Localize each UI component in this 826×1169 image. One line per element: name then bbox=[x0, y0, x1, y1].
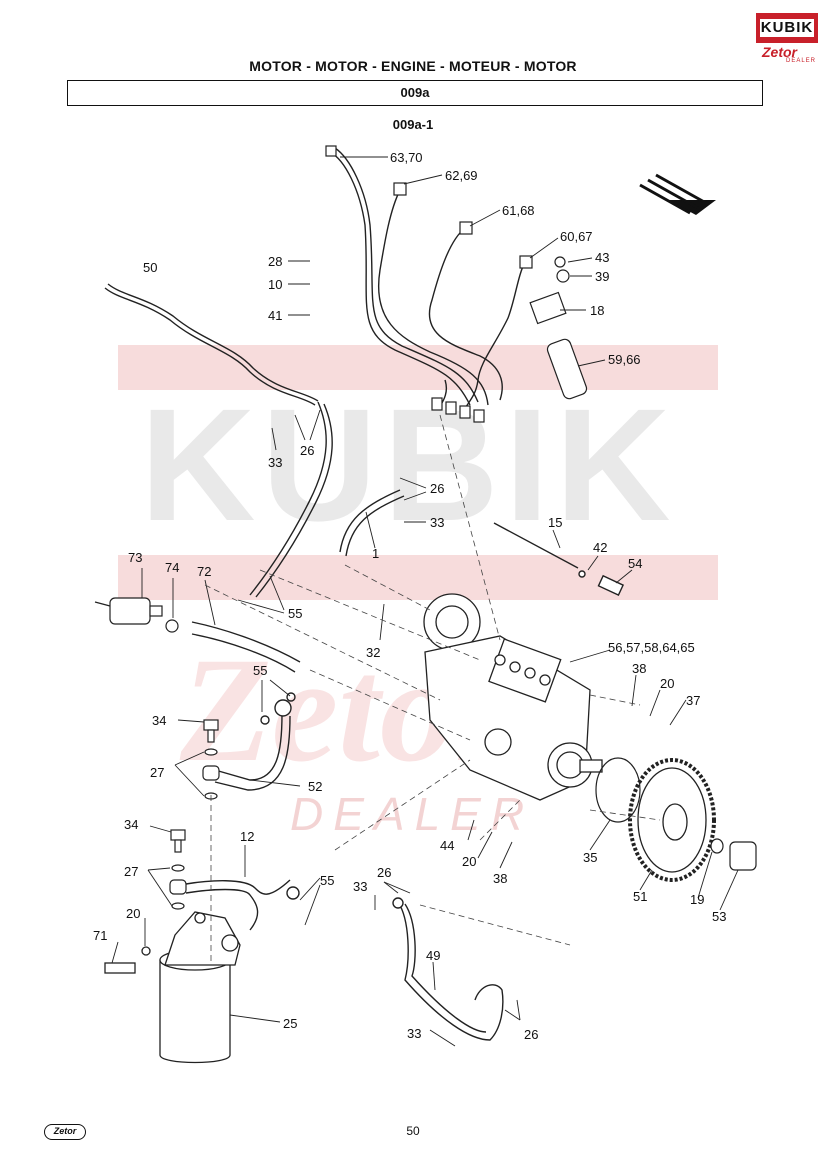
callout-55c: 55 bbox=[320, 873, 334, 888]
callout-20a: 20 bbox=[660, 676, 674, 691]
banjo-bolts-34-27 bbox=[169, 719, 220, 910]
callout-59-66: 59,66 bbox=[608, 352, 641, 367]
callout-37: 37 bbox=[686, 693, 700, 708]
callout-43: 43 bbox=[595, 250, 609, 265]
direction-arrow-icon bbox=[639, 173, 716, 215]
injector bbox=[529, 256, 588, 400]
callout-50: 50 bbox=[143, 260, 157, 275]
nut-53 bbox=[710, 838, 757, 871]
fuel-pipe-left bbox=[249, 401, 333, 598]
kubik-logo-bar: KUBIK bbox=[756, 13, 818, 43]
callout-61-68: 61,68 bbox=[502, 203, 535, 218]
callout-60-67: 60,67 bbox=[560, 229, 593, 244]
section-code: 009a bbox=[67, 80, 763, 106]
callout-52: 52 bbox=[308, 779, 322, 794]
callout-34a: 34 bbox=[152, 713, 166, 728]
dealer-logo-text: DEALER bbox=[786, 58, 817, 64]
pipe-49 bbox=[392, 897, 504, 1041]
o-ring-35 bbox=[595, 757, 641, 823]
callout-55a: 55 bbox=[288, 606, 302, 621]
callout-27a: 27 bbox=[150, 765, 164, 780]
callout-49: 49 bbox=[426, 948, 440, 963]
callout-26d: 26 bbox=[524, 1027, 538, 1042]
callout-19: 19 bbox=[690, 892, 704, 907]
callout-28: 28 bbox=[268, 254, 282, 269]
pipe-12 bbox=[185, 879, 300, 931]
callout-56: 56,57,58,64,65 bbox=[608, 640, 695, 655]
fuel-filter-73 bbox=[94, 597, 179, 633]
callout-32: 32 bbox=[366, 645, 380, 660]
callout-10: 10 bbox=[268, 277, 282, 292]
callout-33c: 33 bbox=[353, 879, 367, 894]
callout-15: 15 bbox=[548, 515, 562, 530]
callout-26a: 26 bbox=[300, 443, 314, 458]
subsection-code: 009a-1 bbox=[392, 117, 434, 132]
callout-26c: 26 bbox=[377, 865, 391, 880]
callout-72: 72 bbox=[197, 564, 211, 579]
callout-26b: 26 bbox=[430, 481, 444, 496]
fuel-pipe-1 bbox=[339, 489, 405, 557]
dashed-assembly-lines bbox=[204, 414, 661, 965]
filter-housing-25 bbox=[104, 911, 241, 1064]
callout-33a: 33 bbox=[268, 455, 282, 470]
callout-18: 18 bbox=[590, 303, 604, 318]
svg-text:KUBIK: KUBIK bbox=[140, 375, 677, 554]
callout-20b: 20 bbox=[462, 854, 476, 869]
callout-63-70: 63,70 bbox=[390, 150, 423, 165]
callout-71: 71 bbox=[93, 928, 107, 943]
page-number: 50 bbox=[406, 1124, 420, 1138]
kubik-logo: KUBIK Zetor DEALER bbox=[756, 13, 818, 65]
callout-74: 74 bbox=[165, 560, 179, 575]
callout-51: 51 bbox=[633, 889, 647, 904]
callout-20c: 20 bbox=[126, 906, 140, 921]
kubik-logo-text: KUBIK bbox=[760, 19, 814, 37]
leader-lines bbox=[111, 156, 739, 1047]
callout-62-69: 62,69 bbox=[445, 168, 478, 183]
zetor-logo-text: Zetor bbox=[762, 44, 797, 60]
callout-73: 73 bbox=[128, 550, 142, 565]
callout-41: 41 bbox=[268, 308, 282, 323]
callout-27b: 27 bbox=[124, 864, 138, 879]
injection-pipes bbox=[329, 147, 526, 411]
callout-54: 54 bbox=[628, 556, 642, 571]
callout-38b: 38 bbox=[493, 871, 507, 886]
callout-1: 1 bbox=[372, 546, 379, 561]
callout-33d: 33 bbox=[407, 1026, 421, 1041]
callout-12: 12 bbox=[240, 829, 254, 844]
callout-42: 42 bbox=[593, 540, 607, 555]
pipe-fittings bbox=[325, 145, 533, 423]
callout-55b: 55 bbox=[253, 663, 267, 678]
hose-72 bbox=[191, 621, 301, 673]
callout-44: 44 bbox=[440, 838, 454, 853]
page-title: MOTOR - MOTOR - ENGINE - MOTEUR - MOTOR bbox=[249, 58, 577, 74]
zetor-footer-logo: Zetor bbox=[44, 1124, 86, 1140]
injection-pump bbox=[423, 593, 603, 801]
callout-33b: 33 bbox=[430, 515, 444, 530]
svg-text:DEALER: DEALER bbox=[290, 788, 534, 840]
callout-39: 39 bbox=[595, 269, 609, 284]
callout-53: 53 bbox=[712, 909, 726, 924]
leak-off-pipe-50 bbox=[104, 283, 319, 406]
callout-25: 25 bbox=[283, 1016, 297, 1031]
gear-51 bbox=[628, 758, 716, 882]
callout-35: 35 bbox=[583, 850, 597, 865]
callout-34b: 34 bbox=[124, 817, 138, 832]
callout-38a: 38 bbox=[632, 661, 646, 676]
callout-labels: 63,70 62,69 61,68 60,67 43 39 18 59,66 5… bbox=[93, 150, 726, 1042]
stud-15 bbox=[493, 522, 625, 597]
